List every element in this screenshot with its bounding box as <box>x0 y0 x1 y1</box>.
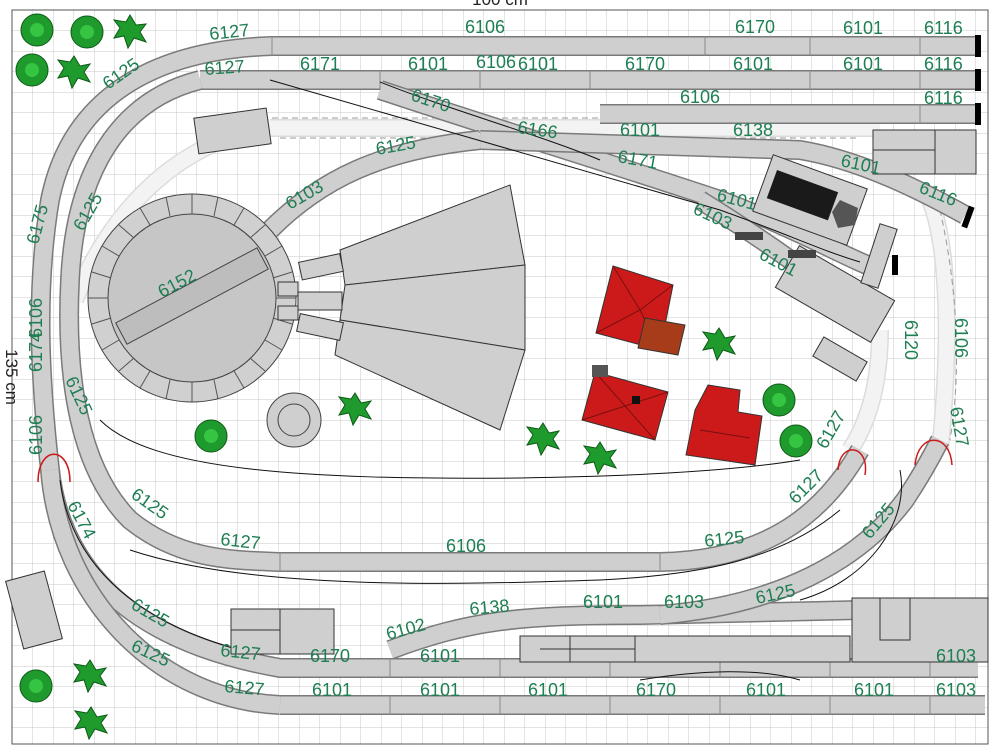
track-label: 6170 <box>625 54 665 74</box>
tree-15 <box>73 706 109 741</box>
track-label: 6127 <box>224 676 266 699</box>
track-label: 6174 <box>26 332 46 372</box>
track-label: 6106 <box>26 415 46 455</box>
tree-8 <box>701 327 737 362</box>
contour-lines <box>59 79 902 681</box>
tree-13 <box>19 669 53 703</box>
tree-10 <box>779 424 813 458</box>
main-tracks <box>30 36 985 715</box>
tree-2 <box>70 15 104 49</box>
track-label: 6106 <box>26 298 46 338</box>
height-dimension-label: 135 cm <box>2 349 21 405</box>
track-label: 6101 <box>420 680 460 700</box>
track-label: 6138 <box>469 596 511 619</box>
track-label: 6170 <box>636 680 676 700</box>
track-label: 6138 <box>733 120 773 140</box>
track-label: 6106 <box>465 17 505 37</box>
track-label: 6170 <box>735 17 775 37</box>
width-dimension-label: 100 cm <box>472 0 528 9</box>
track-label: 6101 <box>583 592 623 612</box>
tree-4 <box>15 53 49 87</box>
track-label: 6116 <box>924 18 963 38</box>
track-label: 6103 <box>936 680 976 700</box>
track-label: 6106 <box>951 318 971 358</box>
turntable <box>87 193 297 403</box>
tree-1 <box>20 13 54 47</box>
track-label: 6170 <box>310 646 350 666</box>
track-label: 6101 <box>420 646 460 666</box>
track-label: 6101 <box>620 120 660 140</box>
track-label: 6101 <box>746 680 786 700</box>
track-label: 6101 <box>518 54 558 74</box>
track-label: 6101 <box>843 54 883 74</box>
track-label: 6125 <box>703 527 745 551</box>
track-label: 6127 <box>220 640 262 664</box>
track-labels: 6127 6106 6170 6101 6116 6127 6171 6101 … <box>23 17 977 700</box>
track-label: 6101 <box>408 54 448 74</box>
tree-5 <box>56 55 92 90</box>
tree-14 <box>72 659 108 694</box>
tunnel-portals <box>37 439 953 483</box>
track-label: 6101 <box>312 680 352 700</box>
tree-7 <box>337 392 373 427</box>
engine-shed <box>277 184 526 431</box>
tree-3 <box>112 14 148 50</box>
track-label: 6103 <box>664 592 704 612</box>
track-label: 6106 <box>680 87 720 107</box>
track-buffers <box>892 35 981 275</box>
track-label: 6101 <box>854 680 894 700</box>
trees <box>15 13 813 741</box>
track-label: 6120 <box>901 320 921 360</box>
track-label: 6116 <box>924 88 963 108</box>
track-label: 6127 <box>220 529 262 553</box>
track-label: 6101 <box>843 18 883 38</box>
track-label: 6116 <box>924 54 963 74</box>
tree-12 <box>582 441 618 476</box>
track-label: 6101 <box>733 54 773 74</box>
buildings <box>5 107 989 663</box>
track-label: 6127 <box>204 56 245 79</box>
track-label: 6101 <box>528 680 568 700</box>
tree-6 <box>194 419 228 453</box>
track-label: 6106 <box>476 52 516 72</box>
track-label: 6106 <box>446 536 486 556</box>
houses <box>581 265 763 466</box>
tree-9 <box>762 383 796 417</box>
water-tower <box>266 392 322 448</box>
track-section-dividers <box>271 36 931 715</box>
track-label: 6171 <box>300 54 340 74</box>
track-label: 6127 <box>208 20 250 44</box>
tree-11 <box>525 422 561 457</box>
track-label: 6103 <box>936 646 976 666</box>
